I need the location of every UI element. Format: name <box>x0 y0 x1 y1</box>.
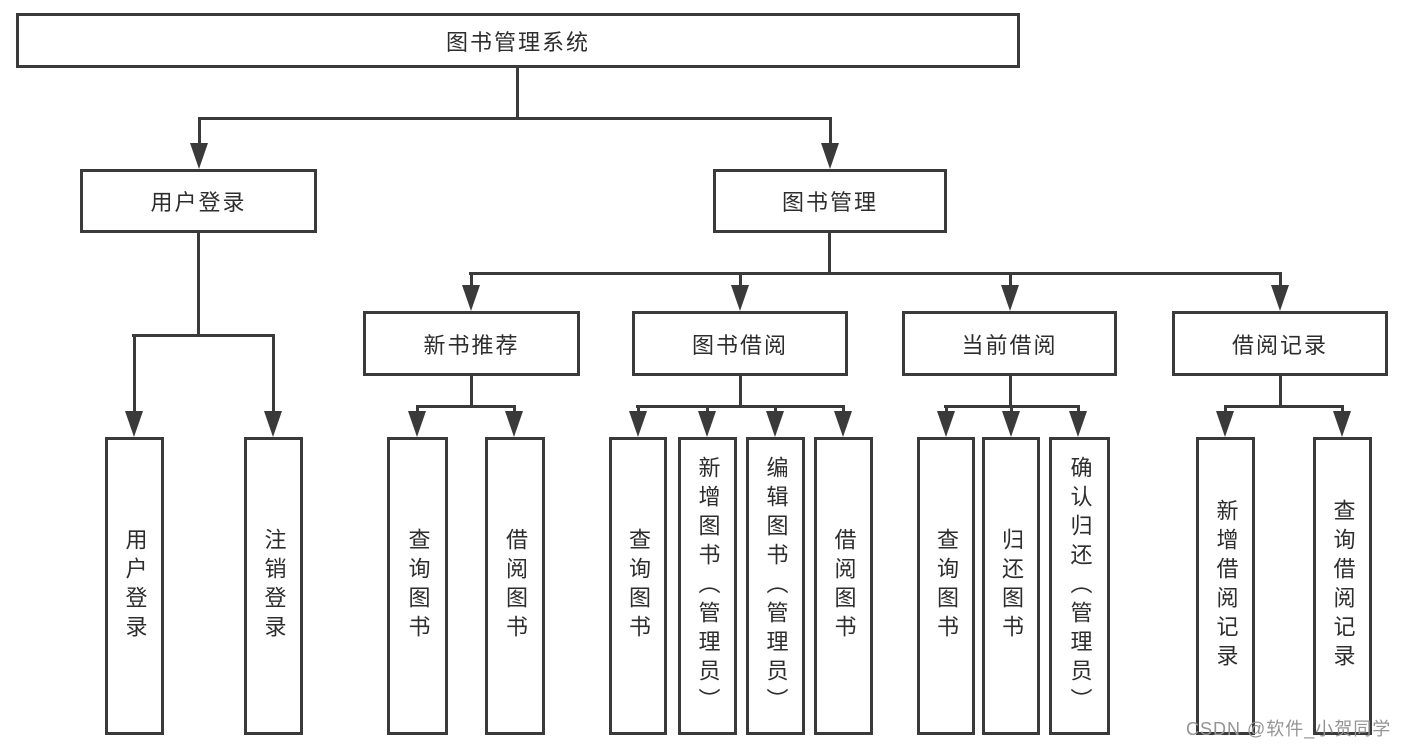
node-borrowing-records: 借阅记录 <box>1172 311 1388 376</box>
connector-line <box>1279 376 1282 408</box>
node-label: 归还图书 <box>999 528 1024 644</box>
connector-line <box>636 405 844 408</box>
node-label: 查询图书 <box>934 528 959 644</box>
node-label: 图书借阅 <box>691 332 788 358</box>
connector-line <box>198 117 832 120</box>
connector-line <box>828 233 831 275</box>
connector-line <box>272 334 275 414</box>
node-user-login-group: 用户登录 <box>80 169 317 233</box>
connector-line <box>416 405 419 415</box>
connector-line <box>945 405 948 415</box>
connector-line <box>198 117 201 147</box>
node-label: 用户登录 <box>150 190 247 215</box>
arrowhead <box>505 411 523 437</box>
node-book-borrowing: 图书借阅 <box>632 311 848 376</box>
node-leaf-query-books-recommend: 查询图书 <box>387 437 448 735</box>
connector-line <box>1077 405 1080 415</box>
connector-line <box>197 233 200 337</box>
node-library-management-system: 图书管理系统 <box>16 13 1020 68</box>
node-label: 图书管理系统 <box>445 29 590 55</box>
arrowhead <box>834 411 852 437</box>
connector-line <box>513 405 516 415</box>
node-label: 借阅图书 <box>503 528 528 644</box>
node-leaf-query-borrow-record: 查询借阅记录 <box>1313 437 1372 735</box>
node-new-book-recommendation: 新书推荐 <box>363 311 580 376</box>
connector-line <box>842 405 845 415</box>
connector-line <box>1224 405 1227 415</box>
node-leaf-query-books-borrowing: 查询图书 <box>609 437 667 735</box>
node-label: 新书推荐 <box>423 332 520 358</box>
arrowhead <box>1271 285 1289 311</box>
connector-line <box>470 272 473 288</box>
node-label: 新增图书（管理员） <box>695 455 721 717</box>
node-label: 借阅图书 <box>831 528 857 644</box>
connector-line <box>1009 272 1012 288</box>
arrowhead <box>264 411 282 437</box>
connector-line <box>774 405 777 415</box>
connector-line <box>1224 405 1343 408</box>
connector-line <box>132 334 275 337</box>
connector-line <box>706 405 709 415</box>
arrowhead <box>937 411 955 437</box>
node-current-borrowing: 当前借阅 <box>902 311 1117 376</box>
node-label: 查询图书 <box>626 528 651 644</box>
node-leaf-return-books: 归还图书 <box>982 437 1040 735</box>
node-label: 注销登录 <box>261 528 287 644</box>
connector-line <box>470 376 473 408</box>
connector-line <box>739 272 742 288</box>
node-label: 确认归还（管理员） <box>1067 455 1093 717</box>
connector-line <box>1341 405 1344 415</box>
connector-line <box>516 68 519 120</box>
connector-line <box>133 334 136 414</box>
node-leaf-confirm-return-admin: 确认归还（管理员） <box>1049 437 1110 735</box>
node-label: 查询图书 <box>405 528 431 644</box>
node-leaf-add-books-admin: 新增图书（管理员） <box>678 437 737 735</box>
node-label: 借阅记录 <box>1231 332 1328 358</box>
node-label: 用户登录 <box>122 528 148 644</box>
connector-line <box>1279 272 1282 288</box>
node-leaf-borrow-books: 借阅图书 <box>814 437 873 735</box>
connector-line <box>416 405 516 408</box>
node-leaf-edit-books-admin: 编辑图书（管理员） <box>746 437 805 735</box>
node-leaf-user-login: 用户登录 <box>105 437 164 735</box>
node-label: 查询借阅记录 <box>1330 499 1356 673</box>
arrowhead <box>1001 285 1019 311</box>
node-label: 新增借阅记录 <box>1213 499 1239 673</box>
arrowhead <box>1069 411 1087 437</box>
node-leaf-borrow-books-recommend: 借阅图书 <box>485 437 545 735</box>
arrowhead <box>408 411 426 437</box>
arrowhead <box>629 411 647 437</box>
node-leaf-add-borrow-record: 新增借阅记录 <box>1196 437 1255 735</box>
connector-line <box>1010 405 1013 415</box>
arrowhead <box>462 285 480 311</box>
node-label: 图书管理 <box>781 190 878 215</box>
node-book-management: 图书管理 <box>713 169 947 233</box>
node-label: 当前借阅 <box>961 332 1058 358</box>
arrowhead <box>125 411 143 437</box>
arrowhead <box>1002 411 1020 437</box>
node-leaf-logout: 注销登录 <box>244 437 303 735</box>
arrowhead <box>766 411 784 437</box>
connector-line <box>469 272 1281 275</box>
node-label: 编辑图书（管理员） <box>763 455 789 717</box>
connector-line <box>637 405 640 415</box>
arrowhead <box>698 411 716 437</box>
connector-line <box>739 376 742 408</box>
node-leaf-query-books-current: 查询图书 <box>917 437 975 735</box>
connector-line <box>1009 376 1012 408</box>
arrowhead <box>821 143 839 169</box>
arrowhead <box>1333 411 1351 437</box>
arrowhead <box>731 285 749 311</box>
arrowhead <box>190 143 208 169</box>
csdn-watermark: CSDN @软件_小贺同学 <box>1186 719 1392 739</box>
connector-line <box>829 117 832 147</box>
arrowhead <box>1216 411 1234 437</box>
